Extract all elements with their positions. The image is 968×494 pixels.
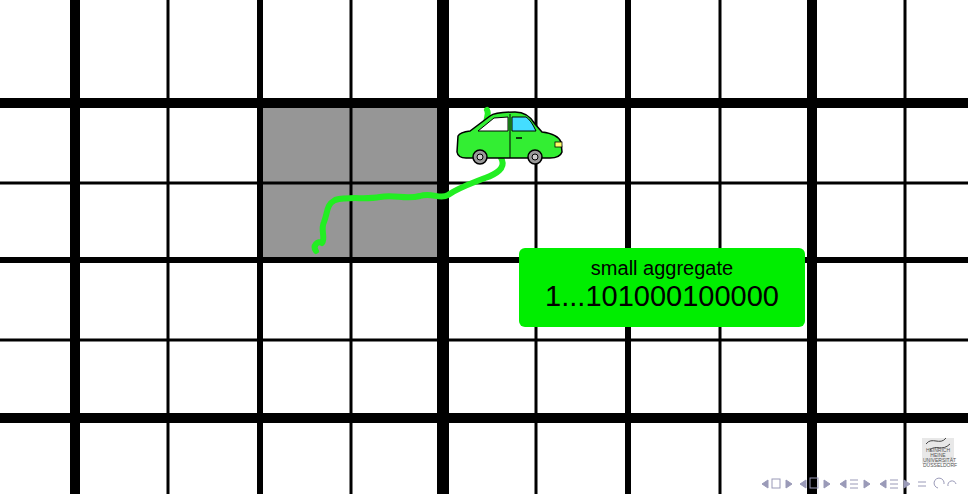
- logo-text: HEINRICH HEINE UNIVERSITÄT DÜSSELDORF: [923, 448, 953, 468]
- callout-box: small aggregate1...101000100000: [519, 248, 805, 327]
- car-icon: [457, 112, 562, 164]
- navigation-symbols: [762, 478, 956, 488]
- bit-string: 1...101000100000: [529, 280, 795, 313]
- callout-heading: small aggregate: [529, 256, 795, 280]
